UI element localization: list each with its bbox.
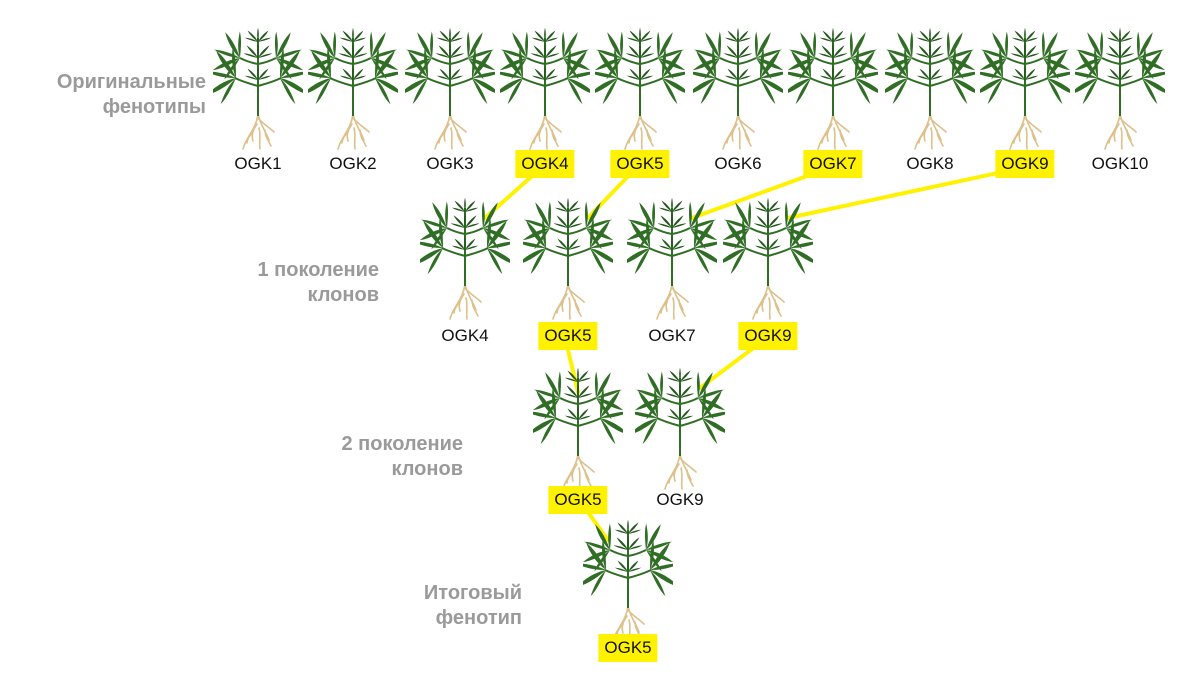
- phenotype-label: OGK9: [656, 490, 704, 509]
- phenotype-label-selected: OGK5: [610, 150, 670, 178]
- cannabis-plant-icon: [533, 368, 623, 492]
- phenotype-label: OGK1: [234, 154, 282, 173]
- row-label-clones-gen-1: 1 поколение клонов: [257, 258, 379, 308]
- cannabis-plant-icon: [308, 28, 398, 152]
- phenotype-label: OGK8: [906, 154, 954, 173]
- row-label-line: клонов: [307, 284, 379, 306]
- row-label-line: Итоговый: [423, 582, 522, 604]
- row-label-final: Итоговый фенотип: [424, 581, 522, 631]
- plant: [583, 520, 673, 644]
- phenotype-label-selected: OGK4: [515, 150, 575, 178]
- row-label-line: клонов: [391, 458, 463, 480]
- cannabis-plant-icon: [420, 198, 510, 322]
- row-label-clones-gen-2: 2 поколение клонов: [341, 432, 463, 482]
- cannabis-plant-icon: [885, 28, 975, 152]
- plant: [885, 28, 975, 152]
- cannabis-plant-icon: [583, 520, 673, 644]
- cannabis-plant-icon: [500, 28, 590, 152]
- plant: [533, 368, 623, 492]
- cannabis-plant-icon: [788, 28, 878, 152]
- cannabis-plant-icon: [595, 28, 685, 152]
- cannabis-plant-icon: [405, 28, 495, 152]
- phenotype-label-selected: OGK7: [803, 150, 863, 178]
- phenotype-label: OGK2: [329, 154, 377, 173]
- plant: [308, 28, 398, 152]
- row-label-line: 1 поколение: [257, 259, 379, 281]
- phenotype-label-selected: OGK9: [738, 322, 798, 350]
- cannabis-plant-icon: [523, 198, 613, 322]
- row-label-line: фенотип: [435, 607, 522, 629]
- phenotype-label: OGK3: [426, 154, 474, 173]
- cannabis-plant-icon: [723, 198, 813, 322]
- plant: [523, 198, 613, 322]
- plant: [635, 368, 725, 492]
- phenotype-label: OGK4: [441, 326, 489, 345]
- plant: [1075, 28, 1165, 152]
- plant: [595, 28, 685, 152]
- plant: [405, 28, 495, 152]
- cannabis-plant-icon: [213, 28, 303, 152]
- phenotype-label-selected: OGK9: [995, 150, 1055, 178]
- selection-connector: [566, 348, 580, 394]
- plant: [980, 28, 1070, 152]
- plant: [627, 198, 717, 322]
- phenotype-label: OGK10: [1091, 154, 1149, 173]
- phenotype-label: OGK6: [714, 154, 762, 173]
- plant: [723, 198, 813, 322]
- cannabis-plant-icon: [635, 368, 725, 492]
- plant: [213, 28, 303, 152]
- cannabis-plant-icon: [1075, 28, 1165, 152]
- row-label-line: фенотипы: [102, 96, 206, 118]
- cannabis-plant-icon: [627, 198, 717, 322]
- cannabis-plant-icon: [693, 28, 783, 152]
- plant: [420, 198, 510, 322]
- phenotype-label-selected: OGK5: [538, 322, 598, 350]
- phenotype-label-selected: OGK5: [598, 634, 658, 662]
- phenotype-label: OGK7: [648, 326, 696, 345]
- plant: [788, 28, 878, 152]
- plant: [500, 28, 590, 152]
- phenotype-label-selected: OGK5: [548, 486, 608, 514]
- plant: [693, 28, 783, 152]
- cannabis-plant-icon: [980, 28, 1070, 152]
- row-label-original: Оригинальные фенотипы: [57, 70, 206, 120]
- row-label-line: Оригинальные: [56, 71, 206, 93]
- selection-connector: [786, 166, 1023, 220]
- row-label-line: 2 поколение: [341, 433, 463, 455]
